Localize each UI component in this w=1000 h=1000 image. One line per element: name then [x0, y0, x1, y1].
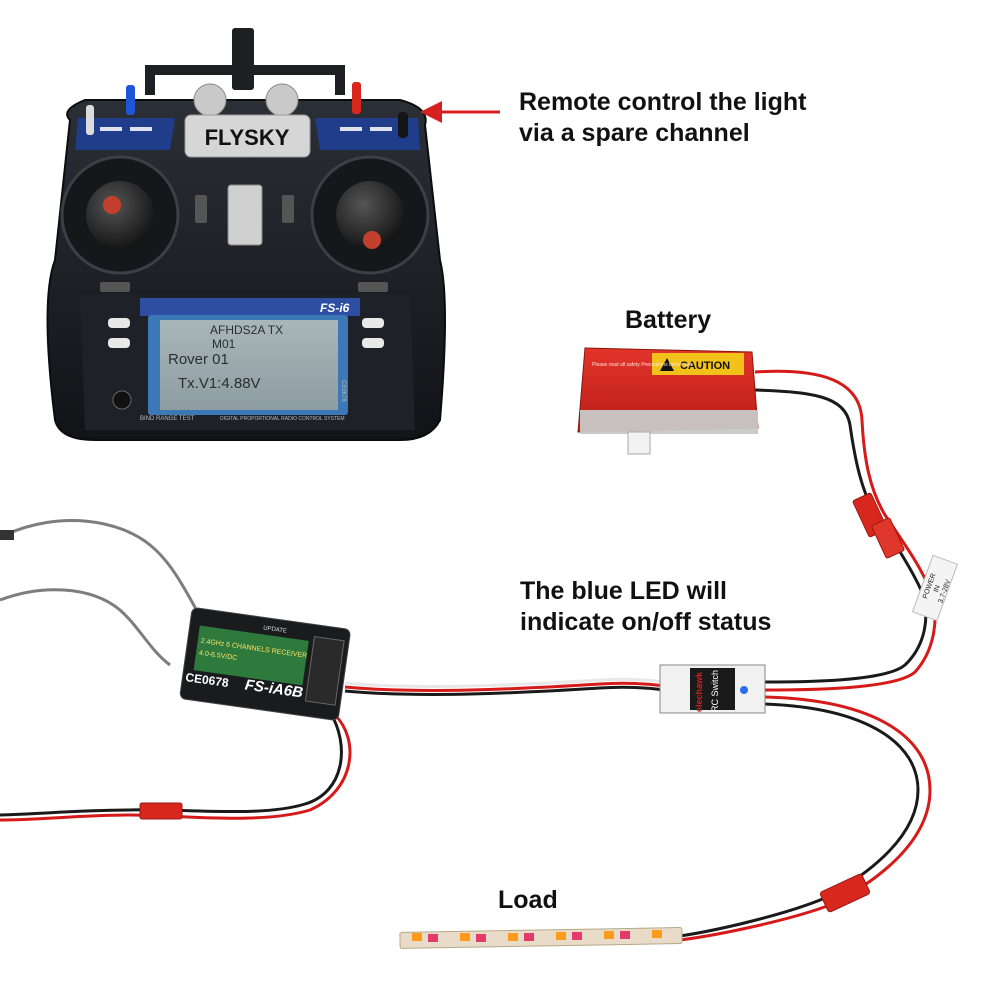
lcd-screen: [160, 320, 338, 410]
jst-connector-battery-2: [871, 517, 905, 559]
battery-caution-label: [652, 353, 744, 375]
trim-left-horizontal[interactable]: [100, 282, 130, 292]
button-ok-left[interactable]: [108, 318, 130, 328]
trim-left-vertical[interactable]: [195, 195, 207, 223]
battery-callout: Battery: [625, 305, 711, 336]
led-strip-body: [399, 927, 683, 949]
led-callout-line2: indicate on/off status: [520, 608, 772, 636]
remote-callout-line1: Remote control the light: [519, 88, 807, 116]
tx-handle: [145, 65, 345, 95]
load-lead-red: [679, 695, 932, 942]
rx-power-red: [0, 713, 352, 822]
switch-a-icon[interactable]: [86, 105, 94, 135]
bind-button-icon[interactable]: [112, 390, 132, 410]
tx-bottom-right: DIGITAL PROPORTIONAL RADIO CONTROL SYSTE…: [220, 416, 345, 422]
brand-badge: [184, 114, 311, 158]
tx-top-trim-right: [315, 118, 420, 150]
button-up-right[interactable]: [362, 318, 384, 328]
lcd-line-2: M01: [212, 337, 236, 351]
battery-warning-text: Please read all safety Precautions befor…: [592, 362, 693, 368]
battery-silver-band: [580, 410, 758, 434]
center-switch[interactable]: [227, 184, 263, 246]
signal-lead-red: [344, 681, 666, 692]
power-in-tag: POWER IN 3.7-28V: [911, 554, 959, 622]
led-callout-line1: The blue LED will: [520, 577, 727, 605]
wires: [0, 369, 937, 942]
lcd-line-3: Rover 01: [168, 351, 229, 368]
receiver-pin-header: [304, 636, 345, 706]
rc-switch-name: RC Switch: [710, 670, 720, 712]
knob-vrb-icon[interactable]: [265, 83, 299, 117]
connectors: POWER IN 3.7-28V: [139, 492, 959, 913]
status-led-icon: [740, 686, 748, 694]
tx-bottom-left: BIND RANGE TEST: [140, 416, 195, 422]
load-callout: Load: [498, 885, 558, 916]
brand-name: FLYSKY: [205, 125, 290, 150]
signal-lead-white: [344, 677, 666, 688]
callout-arrow: [420, 101, 500, 123]
tx-antenna: [232, 28, 254, 90]
load-callout-text: Load: [498, 886, 558, 914]
switch-b-icon[interactable]: [126, 85, 135, 115]
antenna-wire-1: [4, 519, 207, 626]
rc-switch: elechawk RC Switch: [659, 664, 766, 714]
lcd-line-1: AFHDS2A TX: [210, 323, 283, 337]
receiver-update: UPDATE: [263, 625, 288, 634]
battery: CAUTION Please read all safety Precautio…: [577, 347, 759, 455]
load-lead-black: [679, 702, 920, 938]
transmitter: FLYSKY FS-i6 AFHDS2A TX M01 Rover 01 Tx.…: [46, 28, 446, 441]
rc-switch-brand: elechawk: [694, 671, 704, 712]
led-segments: [412, 930, 662, 942]
jst-connector-rx: [139, 802, 183, 820]
receiver-ce: CE0678: [185, 670, 230, 690]
switch-c-icon[interactable]: [352, 82, 361, 114]
rx-power-black: [0, 711, 343, 817]
switch-d-icon[interactable]: [398, 112, 408, 138]
button-cancel-left[interactable]: [108, 338, 130, 348]
battery-lead-red: [754, 369, 937, 692]
battery-lead-black: [754, 388, 928, 684]
knob-vra-icon[interactable]: [193, 83, 227, 117]
button-down-right[interactable]: [362, 338, 384, 348]
led-callout: The blue LED will indicate on/off status: [520, 576, 771, 638]
left-stick-icon[interactable]: [103, 196, 121, 214]
rc-switch-center: [690, 668, 735, 710]
trim-right-horizontal[interactable]: [358, 282, 388, 292]
battery-callout-text: Battery: [625, 306, 712, 334]
trim-right-vertical[interactable]: [282, 195, 294, 223]
receiver-label: [193, 625, 309, 686]
remote-callout-line2: via a spare channel: [519, 119, 750, 147]
led-strip: [399, 927, 683, 949]
model-name: FS-i6: [320, 301, 350, 315]
power-tag-line2: IN: [933, 584, 942, 593]
arrow-head-icon: [420, 101, 442, 123]
antenna-wire-2: [0, 588, 171, 667]
receiver: 2.4GHz 6 CHANNELS RECEIVER 4.0-6.5V/DC C…: [179, 607, 351, 721]
caution-icon: [660, 358, 674, 371]
tx-ce-mark: CE0678: [340, 380, 346, 402]
model-plate: [140, 298, 360, 316]
antenna-tip: [0, 530, 14, 540]
lcd-line-4: Tx.V1:4.88V: [178, 375, 261, 392]
battery-caution-text: CAUTION: [680, 360, 730, 372]
balance-plug: [627, 431, 651, 455]
right-stick-icon[interactable]: [363, 231, 381, 249]
tx-top-trim-left: [75, 118, 175, 150]
jst-connector-load: [819, 873, 871, 913]
remote-callout: Remote control the light via a spare cha…: [519, 87, 807, 149]
signal-lead-black: [344, 685, 666, 696]
